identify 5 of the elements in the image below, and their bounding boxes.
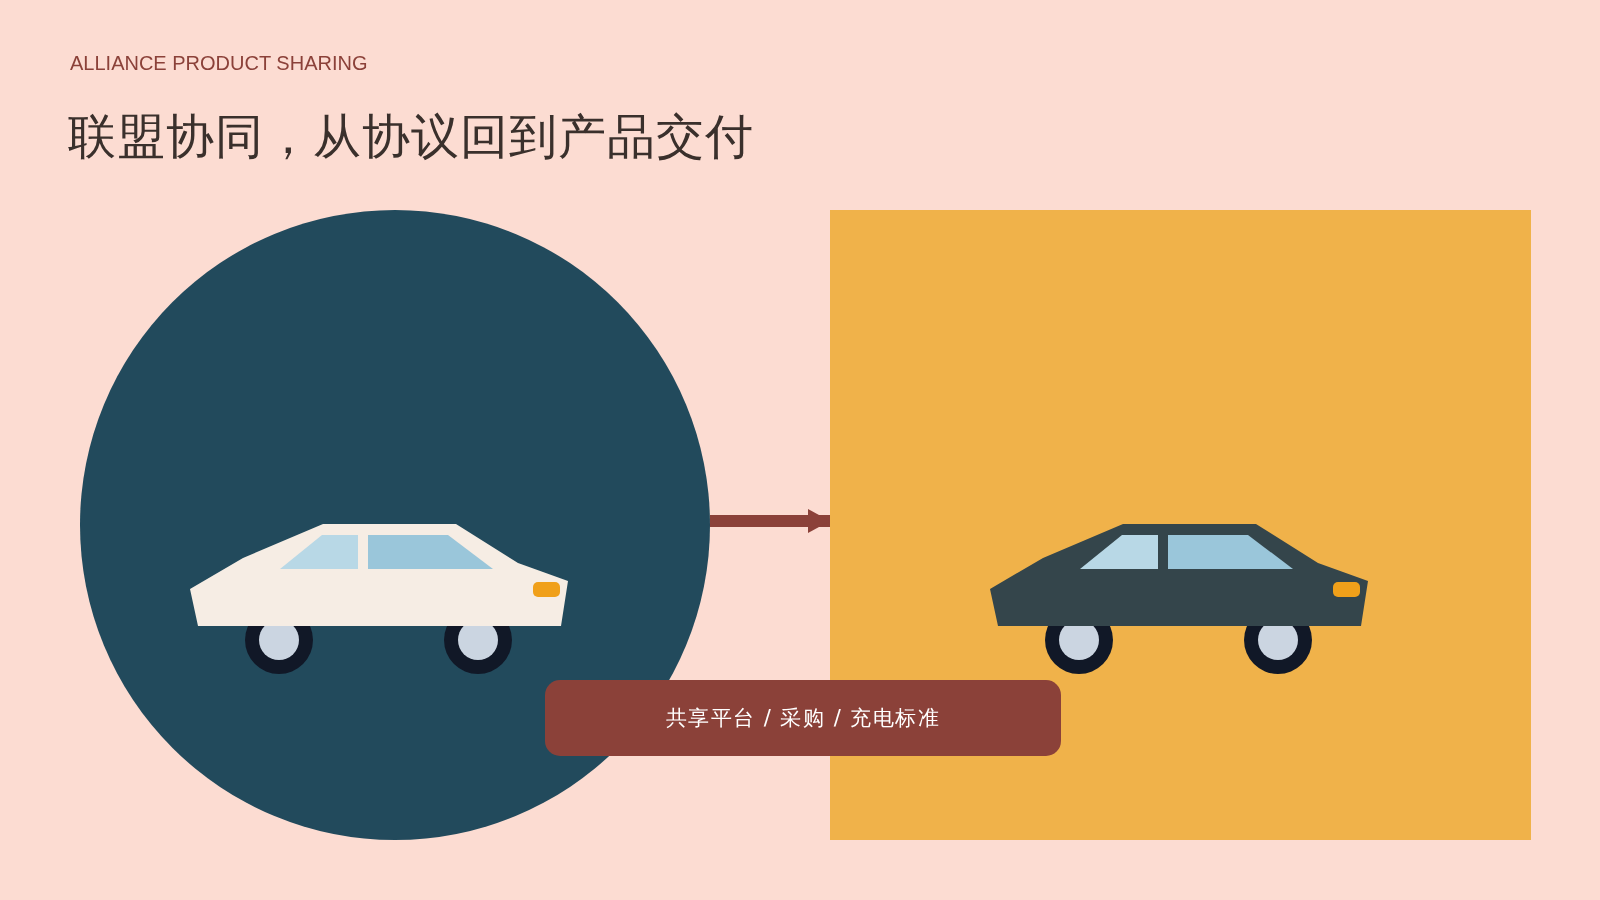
title: 联盟协同，从协议回到产品交付 xyxy=(68,108,754,164)
kicker-text: ALLIANCE PRODUCT SHARING xyxy=(70,51,368,75)
label-bar: 共享平台 / 采购 / 充电标准 xyxy=(545,680,1061,756)
arrow xyxy=(709,509,830,533)
square-panel xyxy=(830,210,1531,840)
